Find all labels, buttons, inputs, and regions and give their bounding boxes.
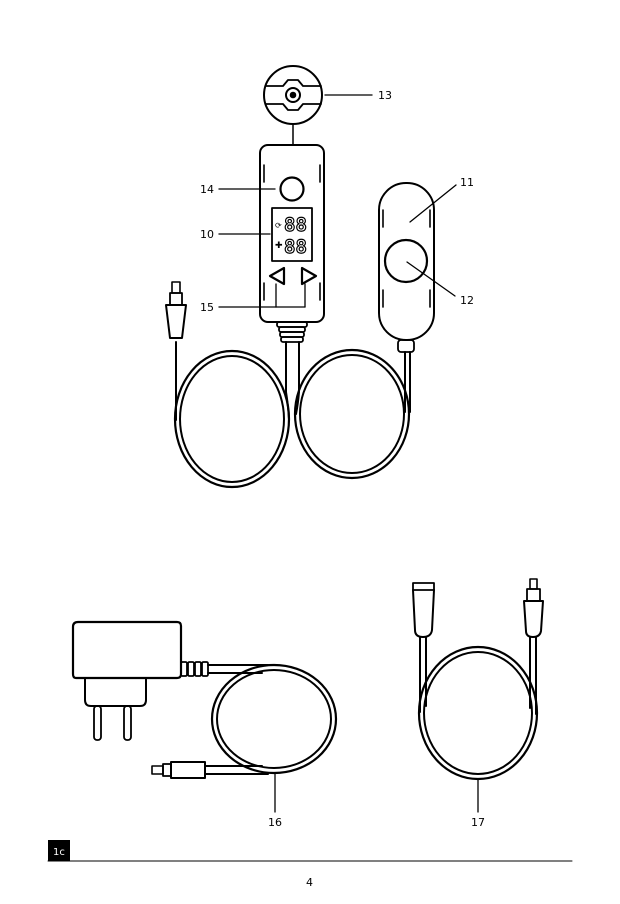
callout-15: 15 bbox=[200, 301, 214, 314]
callout-14: 14 bbox=[200, 183, 214, 196]
socket-pin bbox=[289, 91, 297, 99]
callout-10: 10 bbox=[200, 228, 214, 241]
controller-strain-relief bbox=[276, 321, 308, 343]
lcd-display bbox=[271, 207, 313, 262]
adapter-dc-plug bbox=[170, 761, 206, 779]
figure-tag-box bbox=[48, 840, 70, 861]
callout-12: 12 bbox=[460, 294, 474, 307]
socket-ring bbox=[285, 87, 301, 103]
female-connector-rim bbox=[412, 582, 435, 591]
socket-outline-bottom bbox=[265, 103, 322, 111]
callout-13: 13 bbox=[378, 89, 392, 102]
callout-11: 11 bbox=[460, 176, 474, 189]
callout-leaders-top bbox=[218, 94, 457, 308]
remote-unit bbox=[378, 182, 435, 353]
adapter-plug-base bbox=[84, 677, 147, 707]
heat-icon: ✚ bbox=[275, 241, 283, 251]
dc-plug-tip bbox=[171, 281, 181, 294]
callout-17: 17 bbox=[471, 816, 485, 829]
adapter-strain-relief bbox=[180, 661, 209, 677]
figure-tag: 1c bbox=[53, 847, 65, 858]
remote-strain-relief bbox=[397, 339, 415, 353]
display-top-digits: 88 bbox=[284, 214, 307, 236]
socket-outline-top bbox=[265, 79, 322, 87]
power-button bbox=[279, 176, 305, 202]
socket-detail bbox=[263, 65, 323, 146]
dc-plug-collar bbox=[169, 292, 183, 306]
extension-cable-loop bbox=[417, 645, 539, 781]
dc-plug-body bbox=[165, 304, 187, 339]
power-adapter bbox=[71, 620, 338, 813]
remote-button bbox=[383, 238, 429, 284]
right-arrow-icon bbox=[300, 266, 318, 286]
adapter-dc-plug-tip bbox=[151, 765, 164, 775]
remote-body bbox=[378, 182, 435, 341]
adapter-cable-loop bbox=[210, 663, 338, 775]
adapter-housing bbox=[71, 620, 183, 680]
extension-cable bbox=[412, 578, 544, 813]
callout-16: 16 bbox=[268, 816, 282, 829]
left-arrow-icon bbox=[268, 266, 286, 286]
page-number: 4 bbox=[306, 876, 313, 889]
right-cable-loop bbox=[293, 348, 411, 480]
display-bottom-digits: 88 bbox=[284, 236, 307, 258]
left-cable-loop bbox=[165, 281, 291, 489]
female-connector-body bbox=[412, 589, 435, 638]
male-connector-body bbox=[523, 600, 544, 638]
timer-icon: ⟳ bbox=[275, 221, 282, 230]
male-connector-tip bbox=[529, 578, 538, 590]
controller: ⟳ ✚ 88 88 bbox=[259, 144, 325, 393]
adapter-prong-left bbox=[93, 705, 102, 741]
adapter-prong-right bbox=[123, 705, 132, 741]
